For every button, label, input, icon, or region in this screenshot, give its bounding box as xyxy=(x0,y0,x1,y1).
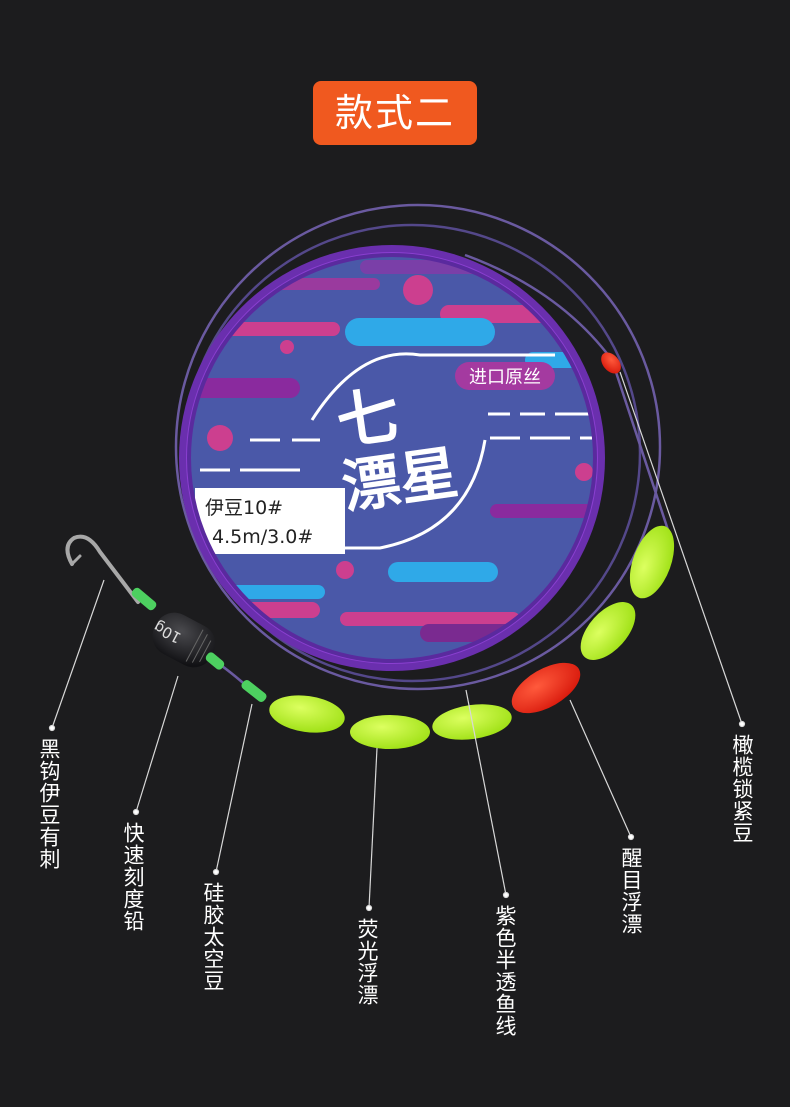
spool-spec-line1: 伊豆10# xyxy=(205,497,283,519)
label-stopper: 橄榄锁紧豆 xyxy=(730,734,754,844)
spool-tag: 进口原丝 xyxy=(469,367,541,388)
label-floats: 荧光浮漂 xyxy=(355,918,379,1006)
green-float xyxy=(629,525,675,599)
silicone-bead xyxy=(241,680,267,702)
title-badge: 款式二 xyxy=(313,81,477,145)
label-silicone-bead: 硅胶太空豆 xyxy=(201,882,225,992)
stopper-bead xyxy=(601,352,621,374)
spool-brand-line2: 漂星 xyxy=(338,438,462,521)
callout-lines xyxy=(48,371,746,912)
line-spool: 进口原丝 七 漂星 伊豆10# 4.5m/3.0# xyxy=(179,245,605,671)
green-float xyxy=(350,715,430,749)
spool-spec-line2: 4.5m/3.0# xyxy=(212,526,313,548)
sinker: 10g xyxy=(131,587,225,670)
red-float xyxy=(511,662,581,714)
fishing-line xyxy=(174,203,670,701)
green-float xyxy=(580,602,636,660)
label-hook: 黑钩伊豆有刺 xyxy=(37,738,61,870)
label-line: 紫色半透鱼线 xyxy=(493,905,517,1037)
green-float xyxy=(269,695,345,733)
label-red-float: 醒目浮漂 xyxy=(619,847,643,935)
spool-brand-line1: 七 xyxy=(332,378,404,459)
hook-icon xyxy=(65,534,140,604)
label-sinker: 快速刻度铅 xyxy=(121,822,145,932)
